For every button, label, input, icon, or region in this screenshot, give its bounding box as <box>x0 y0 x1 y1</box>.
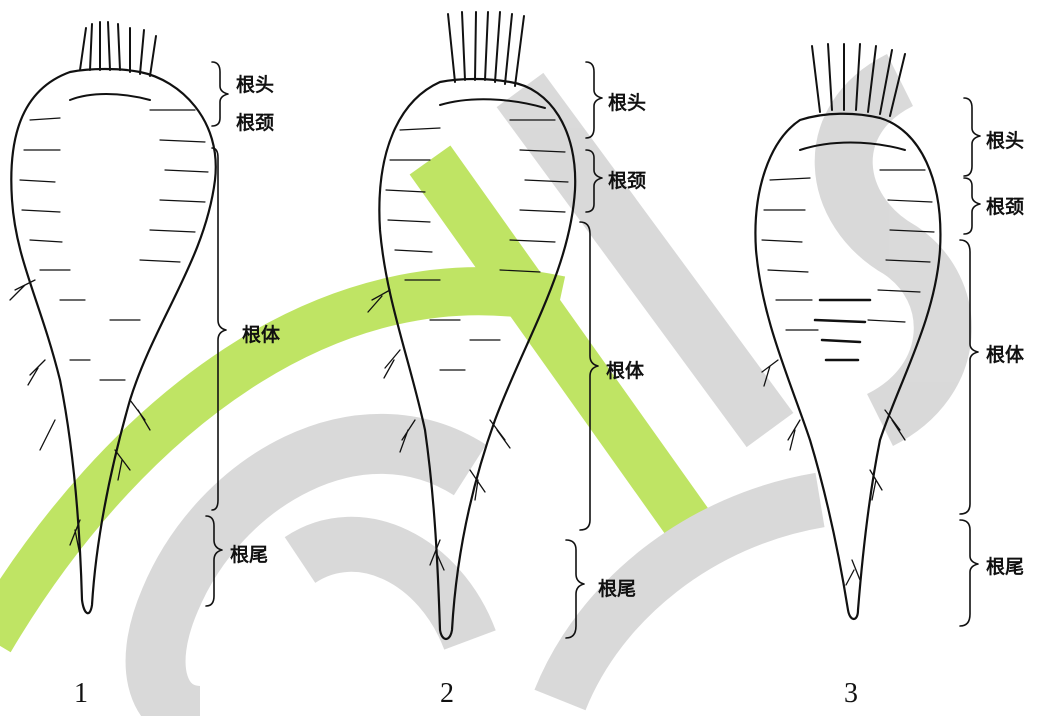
brace-root-1-body <box>212 148 226 510</box>
root-1-label-head: 根头 <box>236 70 274 97</box>
root-3-number: 3 <box>844 678 858 710</box>
root-1-label-body: 根体 <box>242 320 280 347</box>
root-1-label-neck: 根颈 <box>236 108 274 135</box>
watermark-grey-c-inner <box>300 544 470 640</box>
root-2-number: 2 <box>440 678 454 710</box>
root-1-label-tail: 根尾 <box>230 540 268 567</box>
brace-root-1-head <box>212 62 228 126</box>
brace-root-3-head <box>964 98 980 176</box>
root-3-label-body: 根体 <box>986 340 1024 367</box>
root-1-leaf-stems <box>80 22 156 76</box>
brace-root-3-body <box>960 240 978 514</box>
root-1-number: 1 <box>74 678 88 710</box>
watermark-grey-s <box>844 80 943 420</box>
brace-root-3-neck <box>964 178 980 234</box>
root-2-label-body: 根体 <box>606 356 644 383</box>
root-3-label-neck: 根颈 <box>986 192 1024 219</box>
root-2-label-tail: 根尾 <box>598 574 636 601</box>
root-3-label-tail: 根尾 <box>986 552 1024 579</box>
root-2-leaf-stems <box>448 12 524 86</box>
root-2-label-head: 根头 <box>608 88 646 115</box>
watermark-green-diagonal <box>430 160 700 540</box>
root-2-label-neck: 根颈 <box>608 166 646 193</box>
brace-root-2-head <box>586 62 602 138</box>
root-3-label-head: 根头 <box>986 126 1024 153</box>
brace-root-3-tail <box>960 520 978 626</box>
watermark <box>0 80 943 716</box>
